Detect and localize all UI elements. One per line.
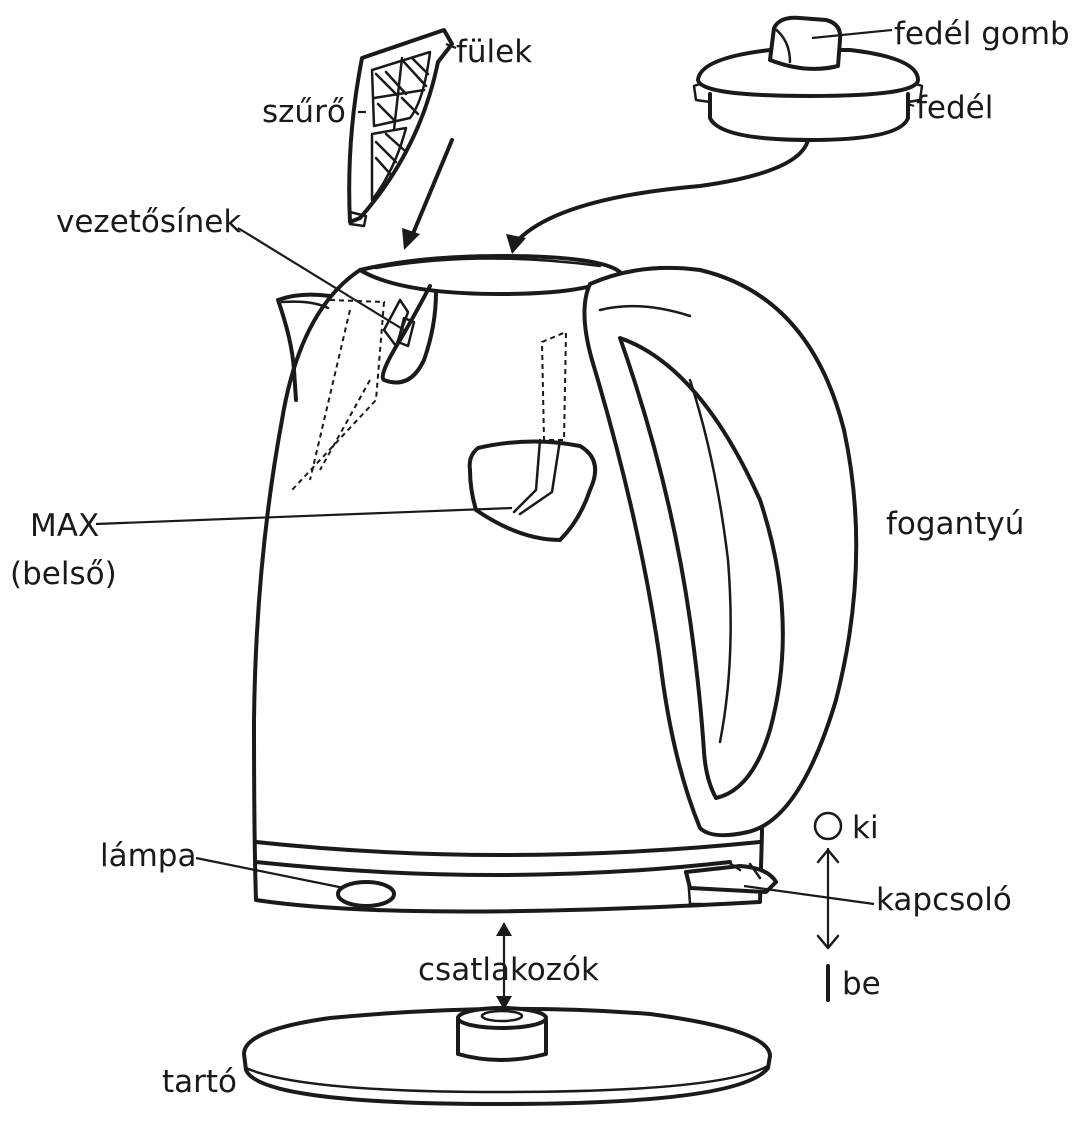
label-fulek: fülek (456, 34, 532, 70)
label-kapcsolo: kapcsoló (876, 882, 1012, 918)
switch-state-indicator (813, 811, 843, 1002)
label-belso: (belső) (10, 556, 117, 592)
filter-arrowhead (402, 228, 420, 250)
label-lampa: lámpa (100, 838, 196, 874)
filter-insert-arrow (410, 138, 454, 238)
arrow-down-icon (816, 934, 840, 950)
label-fogantyu: fogantyú (886, 506, 1024, 542)
leader-max (95, 506, 513, 526)
leader-lampa (195, 856, 345, 890)
leader-vezetosinek (237, 227, 405, 331)
leader-fedel-gomb (811, 28, 893, 40)
leader-fulek (445, 42, 457, 50)
handle-illustration (582, 265, 859, 838)
off-circle-icon (813, 811, 843, 841)
label-szuro: szűrő (262, 94, 346, 130)
connectors-arrow (496, 922, 512, 1010)
arrow-up-icon (816, 848, 840, 864)
label-be: be (842, 966, 881, 1002)
label-tarto: tartó (162, 1064, 237, 1100)
leader-kapcsolo (743, 884, 875, 906)
filter-illustration (347, 28, 454, 228)
label-fedel: fedél (916, 90, 993, 126)
label-fedel-gomb: fedél gomb (894, 16, 1070, 52)
lid-illustration (692, 15, 924, 142)
lid-insert-arrow (516, 138, 810, 242)
label-vezetosinek: vezetősínek (56, 204, 241, 240)
base-stand-illustration (242, 1006, 772, 1106)
label-ki: ki (852, 810, 879, 846)
label-max: MAX (30, 508, 99, 544)
label-csatlakozok: csatlakozók (418, 952, 599, 988)
lid-arrowhead (506, 234, 526, 254)
leader-fedel (907, 102, 915, 108)
